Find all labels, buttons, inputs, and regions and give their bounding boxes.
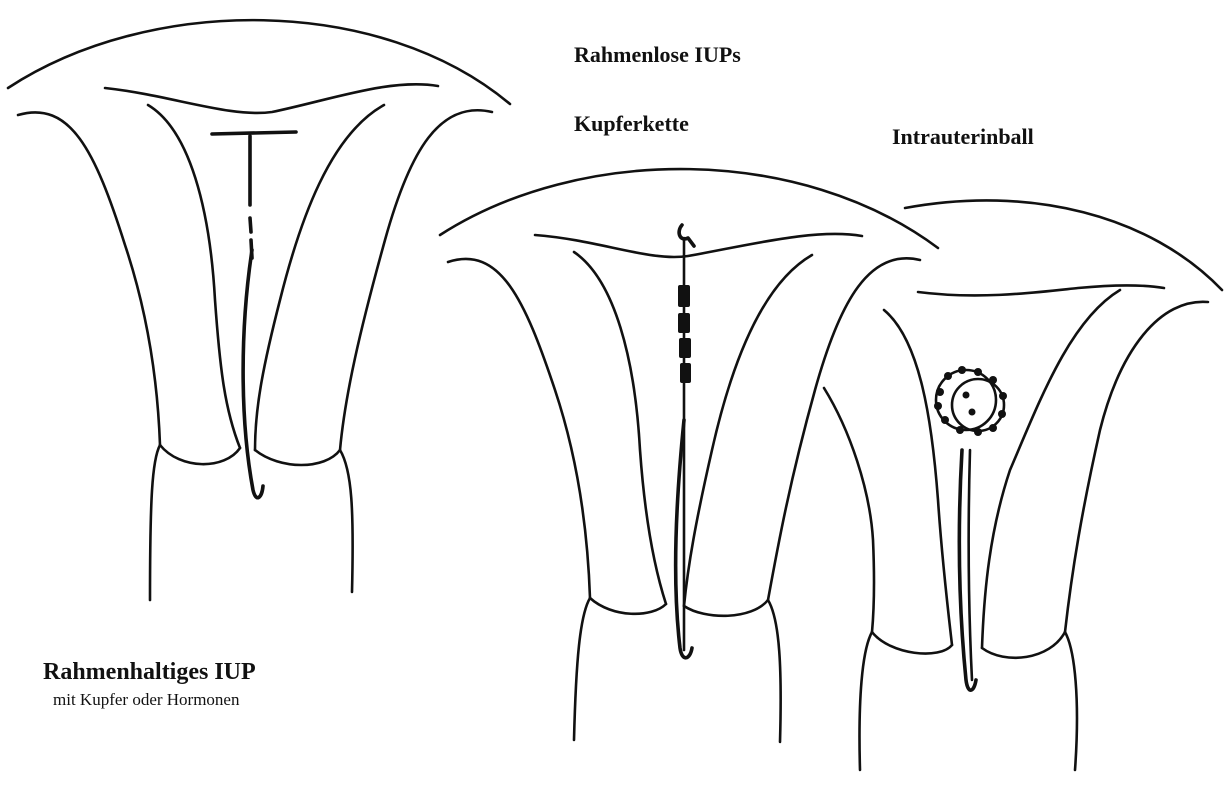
uterus-left-cavity [148,105,240,448]
uterus-right-outer [1065,302,1208,632]
copper-ball [934,366,1007,436]
uterus-right-outer [340,110,492,450]
cervix-left-lip [872,632,952,654]
iud-crossbar [212,132,296,134]
vagina-right-wall [768,600,781,742]
intrauterine-ball-label: Intrauterinball [892,124,1034,150]
copper-chain-label: Kupferkette [574,111,689,137]
uterus-right-cavity [684,255,812,606]
vagina-right-wall [340,450,353,592]
uterus-left-outer [18,112,160,445]
cervix-right-lip [982,632,1065,658]
copper-bead-4 [680,363,691,383]
uterus-left-outer [824,388,874,632]
vagina-left-wall [150,445,160,600]
vagina-right-wall [1065,632,1077,770]
copper-bead-2 [678,313,690,333]
cervix-right-lip [684,600,768,616]
uterus-fundus-outer [8,20,510,104]
intrauterine-ball-illustration [824,200,1222,770]
vagina-left-wall [860,632,873,770]
vagina-left-wall [574,598,590,740]
framed-iud-illustration [8,20,510,600]
chain-anchor-knot [679,225,694,246]
uterus-fundus-outer [905,200,1222,290]
framed-iud-heading: Rahmenhaltiges IUP [43,659,256,686]
uterus-right-cavity [255,105,384,450]
uterus-fundus-inner [535,234,862,257]
uterus-left-outer [448,259,590,598]
uterus-fundus-inner [918,285,1164,295]
copper-bead-1 [678,285,690,307]
uterus-right-cavity [982,290,1120,648]
frameless-iud-heading: Rahmenlose IUPs [574,42,741,68]
cervix-left-lip [590,598,666,614]
uterus-left-cavity [884,310,952,645]
cervix-right-lip [255,450,340,465]
uterus-fundus-outer [440,169,938,248]
framed-iud-subtitle: mit Kupfer oder Hormonen [53,690,239,710]
cervix-left-lip [160,445,240,464]
iud-stem [250,136,252,258]
iud-thread [243,250,263,498]
copper-bead-3 [679,338,691,358]
ball-thread-right [969,450,972,680]
